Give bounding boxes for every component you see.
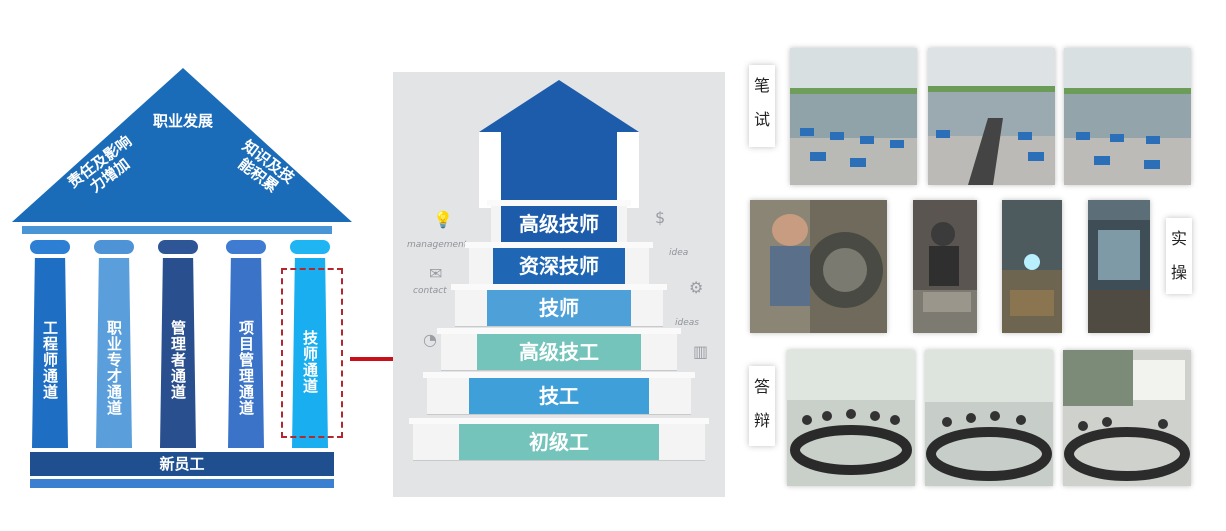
step-label-6: 初级工 bbox=[459, 424, 659, 460]
base-strip bbox=[30, 479, 334, 488]
step-top-1 bbox=[487, 200, 631, 206]
practical-photo-2 bbox=[913, 200, 977, 333]
practical-text: 实操 bbox=[1170, 229, 1187, 282]
doodle-ideas: ideas bbox=[675, 318, 699, 328]
lightbulb-icon: 💡 bbox=[433, 210, 453, 229]
pie-chart-icon: ◔ bbox=[423, 330, 437, 349]
written-exam-label: 笔试 bbox=[749, 65, 775, 147]
step-label-4: 高级技工 bbox=[477, 334, 641, 370]
pillar-2 bbox=[96, 258, 132, 448]
pillar-cap-1 bbox=[30, 240, 70, 254]
doodle-contact: contact bbox=[413, 286, 447, 296]
practical-photo-1 bbox=[750, 200, 887, 333]
practical-label: 实操 bbox=[1166, 218, 1192, 294]
step-top-4 bbox=[437, 328, 681, 334]
pillar-5 bbox=[292, 258, 328, 448]
step-label-5: 技工 bbox=[469, 378, 649, 414]
doodle-idea: idea bbox=[669, 248, 689, 258]
temple-roof bbox=[12, 68, 352, 234]
step-top-6 bbox=[409, 418, 709, 424]
pillar-label-4: 项目管理通道 bbox=[237, 320, 255, 416]
exam-hall-photo-2 bbox=[928, 48, 1055, 185]
stairs-arrow bbox=[479, 80, 639, 208]
defense-text: 答辩 bbox=[753, 377, 770, 430]
gear-icon: ⚙ bbox=[689, 278, 704, 297]
roof-top-text: 职业发展 bbox=[152, 112, 213, 130]
dollar-icon: $ bbox=[655, 208, 666, 227]
step-label-1: 高级技师 bbox=[501, 206, 617, 242]
pillar-4 bbox=[228, 258, 264, 448]
pillar-cap-5 bbox=[290, 240, 330, 254]
pillar-cap-2 bbox=[94, 240, 134, 254]
meeting-photo-2 bbox=[925, 350, 1053, 486]
pillar-label-1: 工程师通道 bbox=[41, 320, 59, 400]
step-label-3: 技师 bbox=[487, 290, 631, 326]
career-stairs-panel: management contact idea ideas 💡 ◔ ✉ $ ⚙ … bbox=[393, 72, 725, 497]
exam-hall-photo-1 bbox=[790, 48, 917, 185]
pillar-1 bbox=[32, 258, 68, 448]
meeting-photo-1 bbox=[787, 350, 915, 486]
pillar-3 bbox=[160, 258, 196, 448]
step-top-2 bbox=[465, 242, 653, 248]
pillar-label-3: 管理者通道 bbox=[169, 320, 187, 400]
highlight-dashed-box bbox=[281, 268, 343, 438]
arrow-shaft bbox=[350, 357, 402, 361]
pillar-label-2: 职业专才通道 bbox=[105, 320, 123, 416]
career-temple-diagram: 职业发展 责任及影响力增加 知识及技能积累 工程师通道职业专才通道管理者通道项目… bbox=[0, 0, 414, 531]
pillar-cap-4 bbox=[226, 240, 266, 254]
base-bar: 新员工 bbox=[30, 452, 334, 476]
base-label: 新员工 bbox=[159, 455, 205, 473]
defense-label: 答辩 bbox=[749, 366, 775, 446]
step-top-5 bbox=[423, 372, 695, 378]
practical-photo-4 bbox=[1088, 200, 1150, 333]
pillar-label-5: 技师通道 bbox=[301, 330, 319, 394]
step-label-2: 资深技师 bbox=[493, 248, 625, 284]
meeting-photo-3 bbox=[1063, 350, 1191, 486]
doodle-management: management bbox=[407, 240, 468, 250]
bar-chart-icon: ▥ bbox=[693, 342, 709, 361]
envelope-icon: ✉ bbox=[429, 264, 443, 283]
practical-photo-3 bbox=[1002, 200, 1062, 333]
written-exam-text: 笔试 bbox=[753, 76, 770, 129]
step-top-3 bbox=[451, 284, 667, 290]
pillar-cap-3 bbox=[158, 240, 198, 254]
exam-hall-photo-3 bbox=[1064, 48, 1191, 185]
